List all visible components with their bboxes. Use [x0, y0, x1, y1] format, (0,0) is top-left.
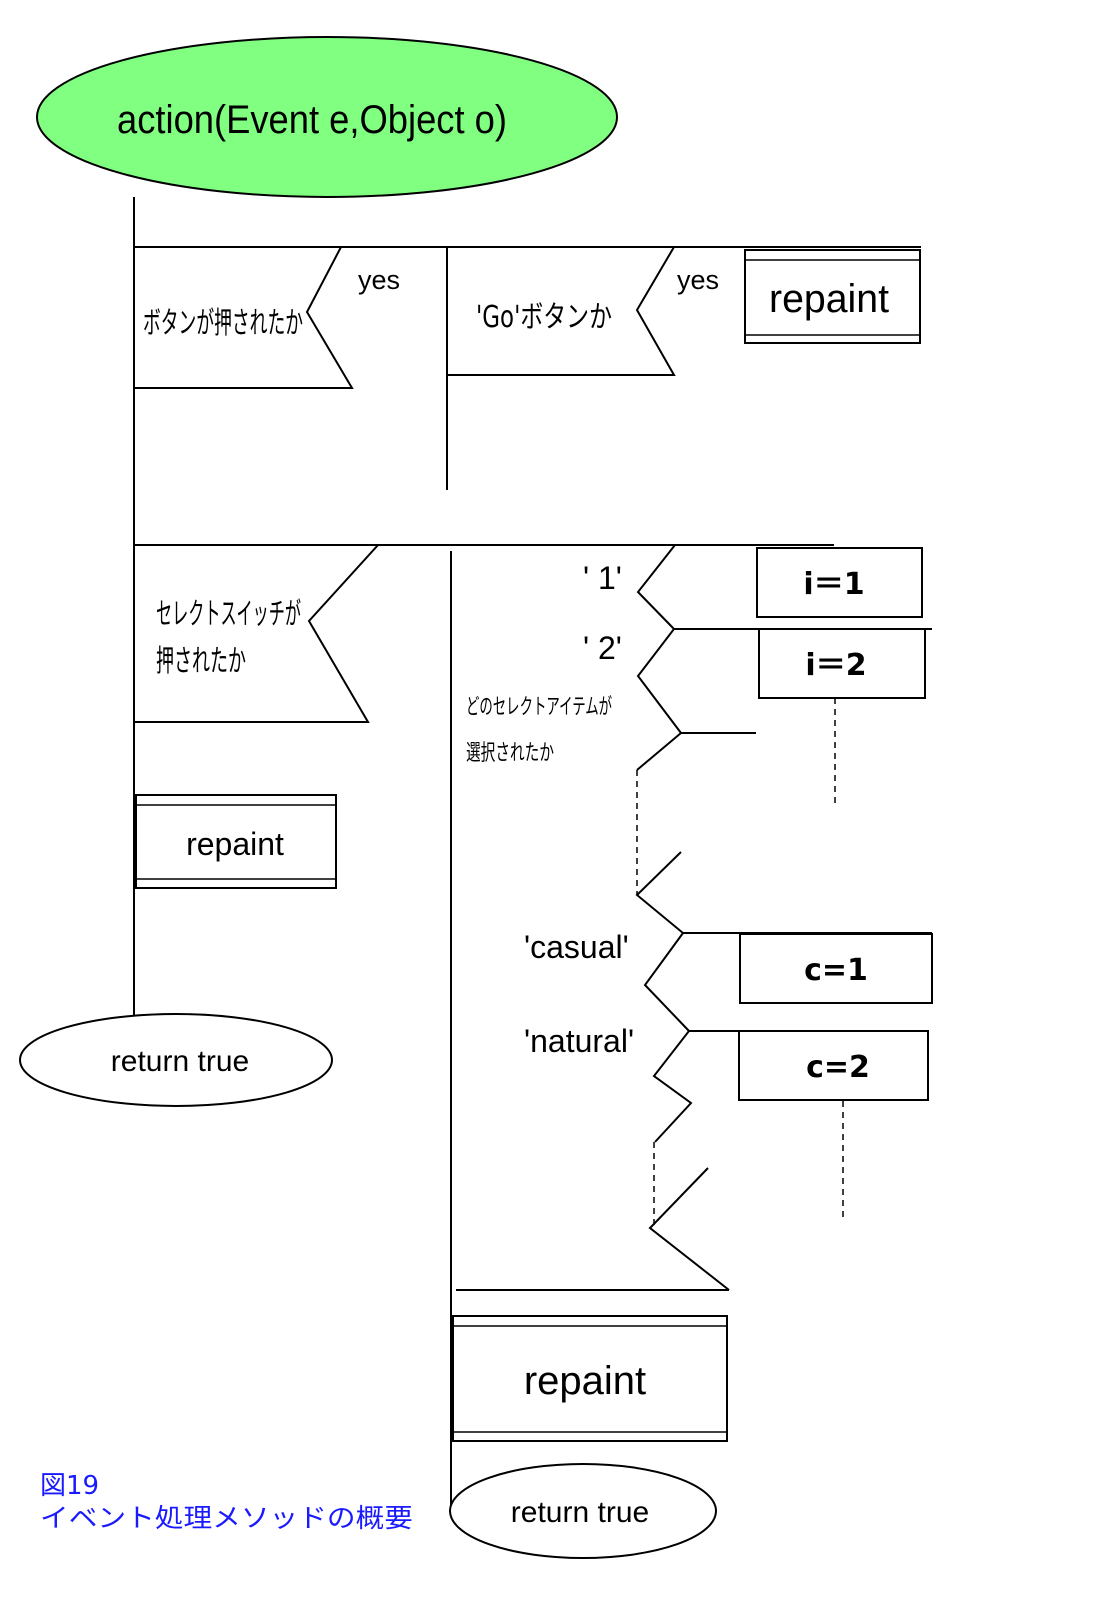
- cond-button-shape: [134, 246, 354, 389]
- repaint-right-label: repaint: [524, 1359, 646, 1403]
- return-left-label: return true: [111, 1045, 249, 1078]
- assign-c1-label: c=1: [804, 953, 868, 988]
- repaint-right-box: [452, 1315, 728, 1442]
- figure-title: イベント処理メソッドの概要: [40, 1504, 413, 1534]
- assign-c2-label: c=2: [806, 1050, 870, 1085]
- assign-i1-box: [756, 547, 923, 618]
- case-casual-label: 'casual': [524, 929, 629, 965]
- return-right-terminal: [449, 1463, 717, 1559]
- cond-select-shape: [134, 544, 381, 723]
- assign-i2-label: i＝2: [805, 648, 866, 683]
- repaint-go-label: repaint: [769, 277, 889, 321]
- cond-select-line1: セレクトスイッチが: [156, 597, 301, 632]
- cond-go-label: 'Go'ボタンか: [476, 300, 612, 335]
- figure-number: 図19: [40, 1471, 99, 1501]
- case-natural-label: 'natural': [524, 1023, 634, 1059]
- case-zigzag-mid: [635, 851, 693, 1143]
- repaint-left-label: repaint: [186, 826, 284, 862]
- cond-go-yes: yes: [677, 265, 719, 295]
- cond-go-shape: [447, 246, 676, 376]
- case-zigzag-lower: [648, 1167, 730, 1291]
- return-right-label: return true: [511, 1496, 649, 1529]
- case-zigzag-upper: [636, 544, 683, 771]
- cond-button-yes: yes: [358, 265, 400, 295]
- case-2-label: ' 2': [583, 630, 622, 666]
- select-item-line1: どのセレクトアイテムが: [466, 695, 612, 720]
- cond-button-label: ボタンが押されたか: [143, 306, 303, 341]
- case-1-label: ' 1': [583, 560, 622, 596]
- return-left-terminal: [19, 1013, 333, 1107]
- assign-c2-box: [738, 1030, 929, 1101]
- assign-i2-box: [758, 628, 926, 699]
- select-item-line2: 選択されたか: [466, 741, 554, 766]
- cond-select-line2: 押されたか: [156, 644, 246, 679]
- repaint-go-box: [744, 249, 921, 344]
- start-label: action(Event e,Object o): [117, 98, 507, 142]
- start-terminal: [36, 36, 618, 198]
- assign-i1-label: i＝1: [803, 567, 864, 602]
- assign-c1-box: [739, 933, 933, 1004]
- repaint-left-box: [135, 794, 337, 889]
